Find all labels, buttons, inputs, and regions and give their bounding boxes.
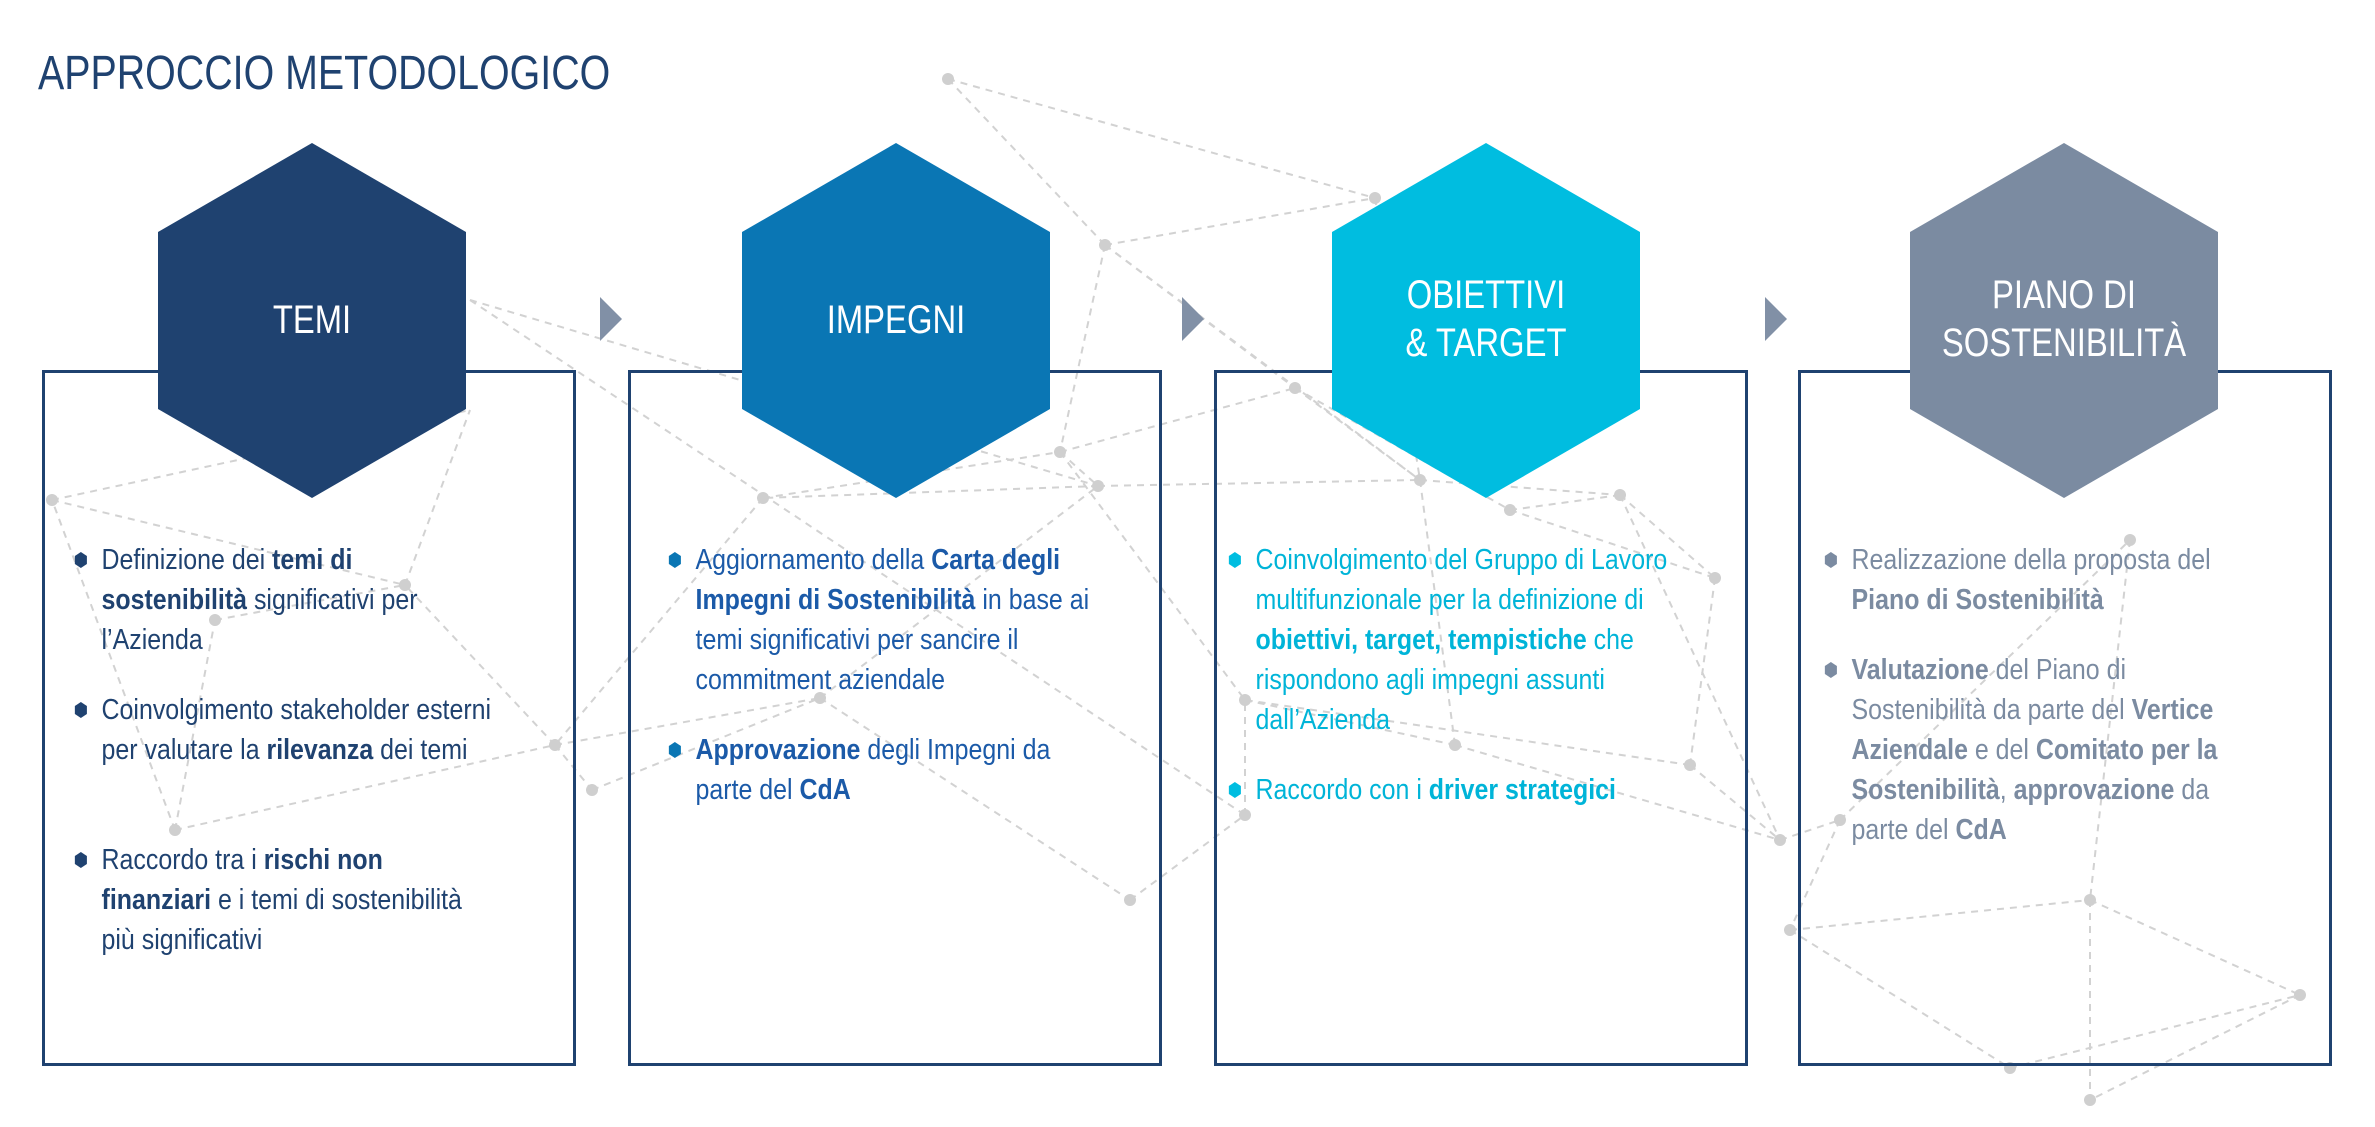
- hexagon-piano-fill: [1910, 143, 2218, 498]
- list-item: Aggiornamento della Carta degli Impegni …: [668, 540, 1091, 700]
- hexagon-bullet-icon: [1824, 662, 1837, 678]
- hexagon-piano: PIANO DI SOSTENIBILITÀ: [1910, 143, 2218, 498]
- hexagon-piano-line-2: SOSTENIBILITÀ: [1941, 321, 2187, 365]
- hexagon-impegni-label: IMPEGNI: [770, 296, 1023, 344]
- hexagon-piano-line-1: PIANO DI: [1992, 273, 2136, 317]
- hexagon-piano-label: PIANO DI SOSTENIBILITÀ: [1938, 271, 2191, 367]
- bullet-text: Approvazione degli Impegni da parte del …: [695, 734, 1051, 806]
- hexagon-bullet-icon: [668, 742, 681, 758]
- hexagon-obiettivi-line-2: & TARGET: [1405, 321, 1567, 365]
- list-item: Definizione dei temi di sostenibilità si…: [74, 540, 497, 660]
- hexagon-bullet-icon: [74, 552, 87, 568]
- hexagon-piano-shape: [1910, 143, 2218, 498]
- bullet-text: Aggiornamento della Carta degli Impegni …: [695, 544, 1090, 696]
- hexagon-obiettivi: OBIETTIVI & TARGET: [1332, 143, 1640, 498]
- list-item: Coinvolgimento stakeholder esterni per v…: [74, 690, 497, 770]
- hexagon-temi: TEMI: [158, 143, 466, 498]
- hexagon-temi-shape: [158, 143, 466, 498]
- bullet-list-temi: Definizione dei temi di sostenibilità si…: [74, 540, 566, 960]
- hexagon-bullet-icon: [74, 702, 87, 718]
- hexagon-bullet-icon: [668, 552, 681, 568]
- hexagon-temi-fill: [158, 143, 466, 498]
- hexagon-bullet-icon: [1228, 552, 1241, 568]
- arrow-right-icon: [600, 297, 622, 341]
- bullet-text: Raccordo con i driver strategici: [1255, 774, 1616, 806]
- hexagon-obiettivi-shape: [1332, 143, 1640, 498]
- list-item: Coinvolgimento del Gruppo di Lavoro mult…: [1228, 540, 1668, 740]
- list-item: Realizzazione della proposta del Piano d…: [1824, 540, 2247, 620]
- bullet-text: Definizione dei temi di sostenibilità si…: [101, 544, 418, 656]
- hexagon-bullet-icon: [1228, 782, 1241, 798]
- hexagon-temi-label: TEMI: [186, 296, 439, 344]
- list-item: Valutazione del Piano di Sostenibilità d…: [1824, 650, 2247, 850]
- bullet-text: Coinvolgimento stakeholder esterni per v…: [101, 694, 492, 766]
- bullet-list-obiettivi: Coinvolgimento del Gruppo di Lavoro mult…: [1228, 540, 1740, 810]
- list-item: Raccordo con i driver strategici: [1228, 770, 1651, 810]
- arrow-right-icon: [1765, 297, 1787, 341]
- hexagon-bullet-icon: [74, 852, 87, 868]
- page-title: APPROCCIO METODOLOGICO: [38, 47, 611, 100]
- bullet-text: Raccordo tra i rischi non finanziari e i…: [101, 844, 462, 956]
- hexagon-obiettivi-fill: [1332, 143, 1640, 498]
- hexagon-obiettivi-label: OBIETTIVI & TARGET: [1360, 271, 1613, 367]
- bullet-list-piano: Realizzazione della proposta del Piano d…: [1824, 540, 2316, 850]
- hexagon-impegni-shape: [742, 143, 1050, 498]
- hexagon-temi-line-1: TEMI: [272, 298, 352, 342]
- bullet-text: Coinvolgimento del Gruppo di Lavoro mult…: [1255, 544, 1668, 736]
- hexagon-impegni: IMPEGNI: [742, 143, 1050, 498]
- hexagon-impegni-line-1: IMPEGNI: [826, 298, 966, 342]
- arrow-right-icon: [1182, 297, 1204, 341]
- bullet-list-impegni: Aggiornamento della Carta degli Impegni …: [668, 540, 1160, 810]
- list-item: Raccordo tra i rischi non finanziari e i…: [74, 840, 497, 960]
- bullet-text: Realizzazione della proposta del Piano d…: [1851, 544, 2211, 616]
- hexagon-impegni-fill: [742, 143, 1050, 498]
- bullet-text: Valutazione del Piano di Sostenibilità d…: [1851, 654, 2218, 846]
- hexagon-bullet-icon: [1824, 552, 1837, 568]
- list-item: Approvazione degli Impegni da parte del …: [668, 730, 1091, 810]
- hexagon-obiettivi-line-1: OBIETTIVI: [1406, 273, 1566, 317]
